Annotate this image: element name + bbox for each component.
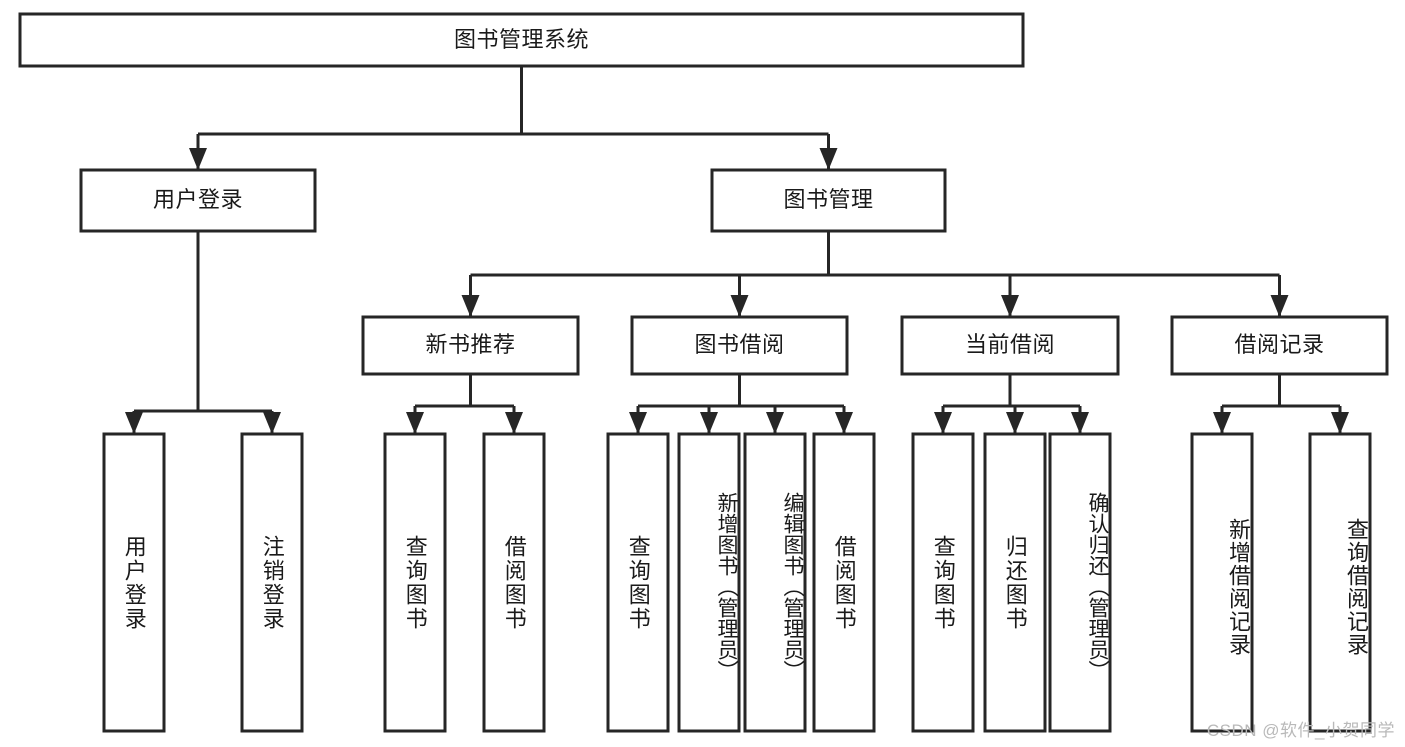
node-box-leaf13[interactable]: [1308, 432, 1372, 733]
arrow-head-icon: [934, 412, 952, 434]
node-box-leaf10[interactable]: [983, 432, 1047, 733]
arrow-head-icon: [189, 148, 207, 170]
node-box-l2d[interactable]: [1170, 315, 1389, 376]
arrow-head-icon: [730, 295, 749, 317]
node-box-l1b[interactable]: [710, 168, 947, 233]
arrow-head-icon: [700, 412, 718, 434]
arrow-head-icon: [1331, 412, 1349, 434]
arrow-head-icon: [835, 412, 853, 434]
arrow-head-icon: [766, 412, 784, 434]
arrow-head-icon: [461, 295, 480, 317]
arrow-head-icon: [406, 412, 424, 434]
node-box-l2b[interactable]: [630, 315, 849, 376]
connector-layer: [125, 66, 1349, 434]
arrow-head-icon: [263, 412, 281, 434]
node-box-leaf6[interactable]: [677, 432, 741, 733]
node-box-leaf5[interactable]: [606, 432, 670, 733]
node-box-layer: [18, 12, 1389, 733]
node-box-l2c[interactable]: [900, 315, 1120, 376]
arrow-head-icon: [1071, 412, 1089, 434]
arrow-head-icon: [1006, 412, 1024, 434]
node-box-leaf8[interactable]: [812, 432, 876, 733]
node-box-leaf12[interactable]: [1190, 432, 1254, 733]
arrow-head-icon: [505, 412, 523, 434]
arrow-head-icon: [1001, 295, 1019, 317]
node-box-leaf9[interactable]: [911, 432, 975, 733]
arrow-head-icon: [819, 148, 838, 170]
arrow-head-icon: [629, 412, 647, 434]
node-box-leaf4[interactable]: [482, 432, 546, 733]
arrow-head-icon: [1213, 412, 1231, 434]
node-box-l2a[interactable]: [361, 315, 580, 376]
node-box-leaf2[interactable]: [240, 432, 304, 733]
arrow-head-icon: [125, 412, 143, 434]
node-box-leaf3[interactable]: [383, 432, 447, 733]
node-box-l1a[interactable]: [79, 168, 317, 233]
arrow-head-icon: [1270, 295, 1289, 317]
node-box-leaf11[interactable]: [1048, 432, 1112, 733]
node-box-root[interactable]: [18, 12, 1025, 68]
node-box-leaf1[interactable]: [102, 432, 166, 733]
node-box-leaf7[interactable]: [743, 432, 807, 733]
